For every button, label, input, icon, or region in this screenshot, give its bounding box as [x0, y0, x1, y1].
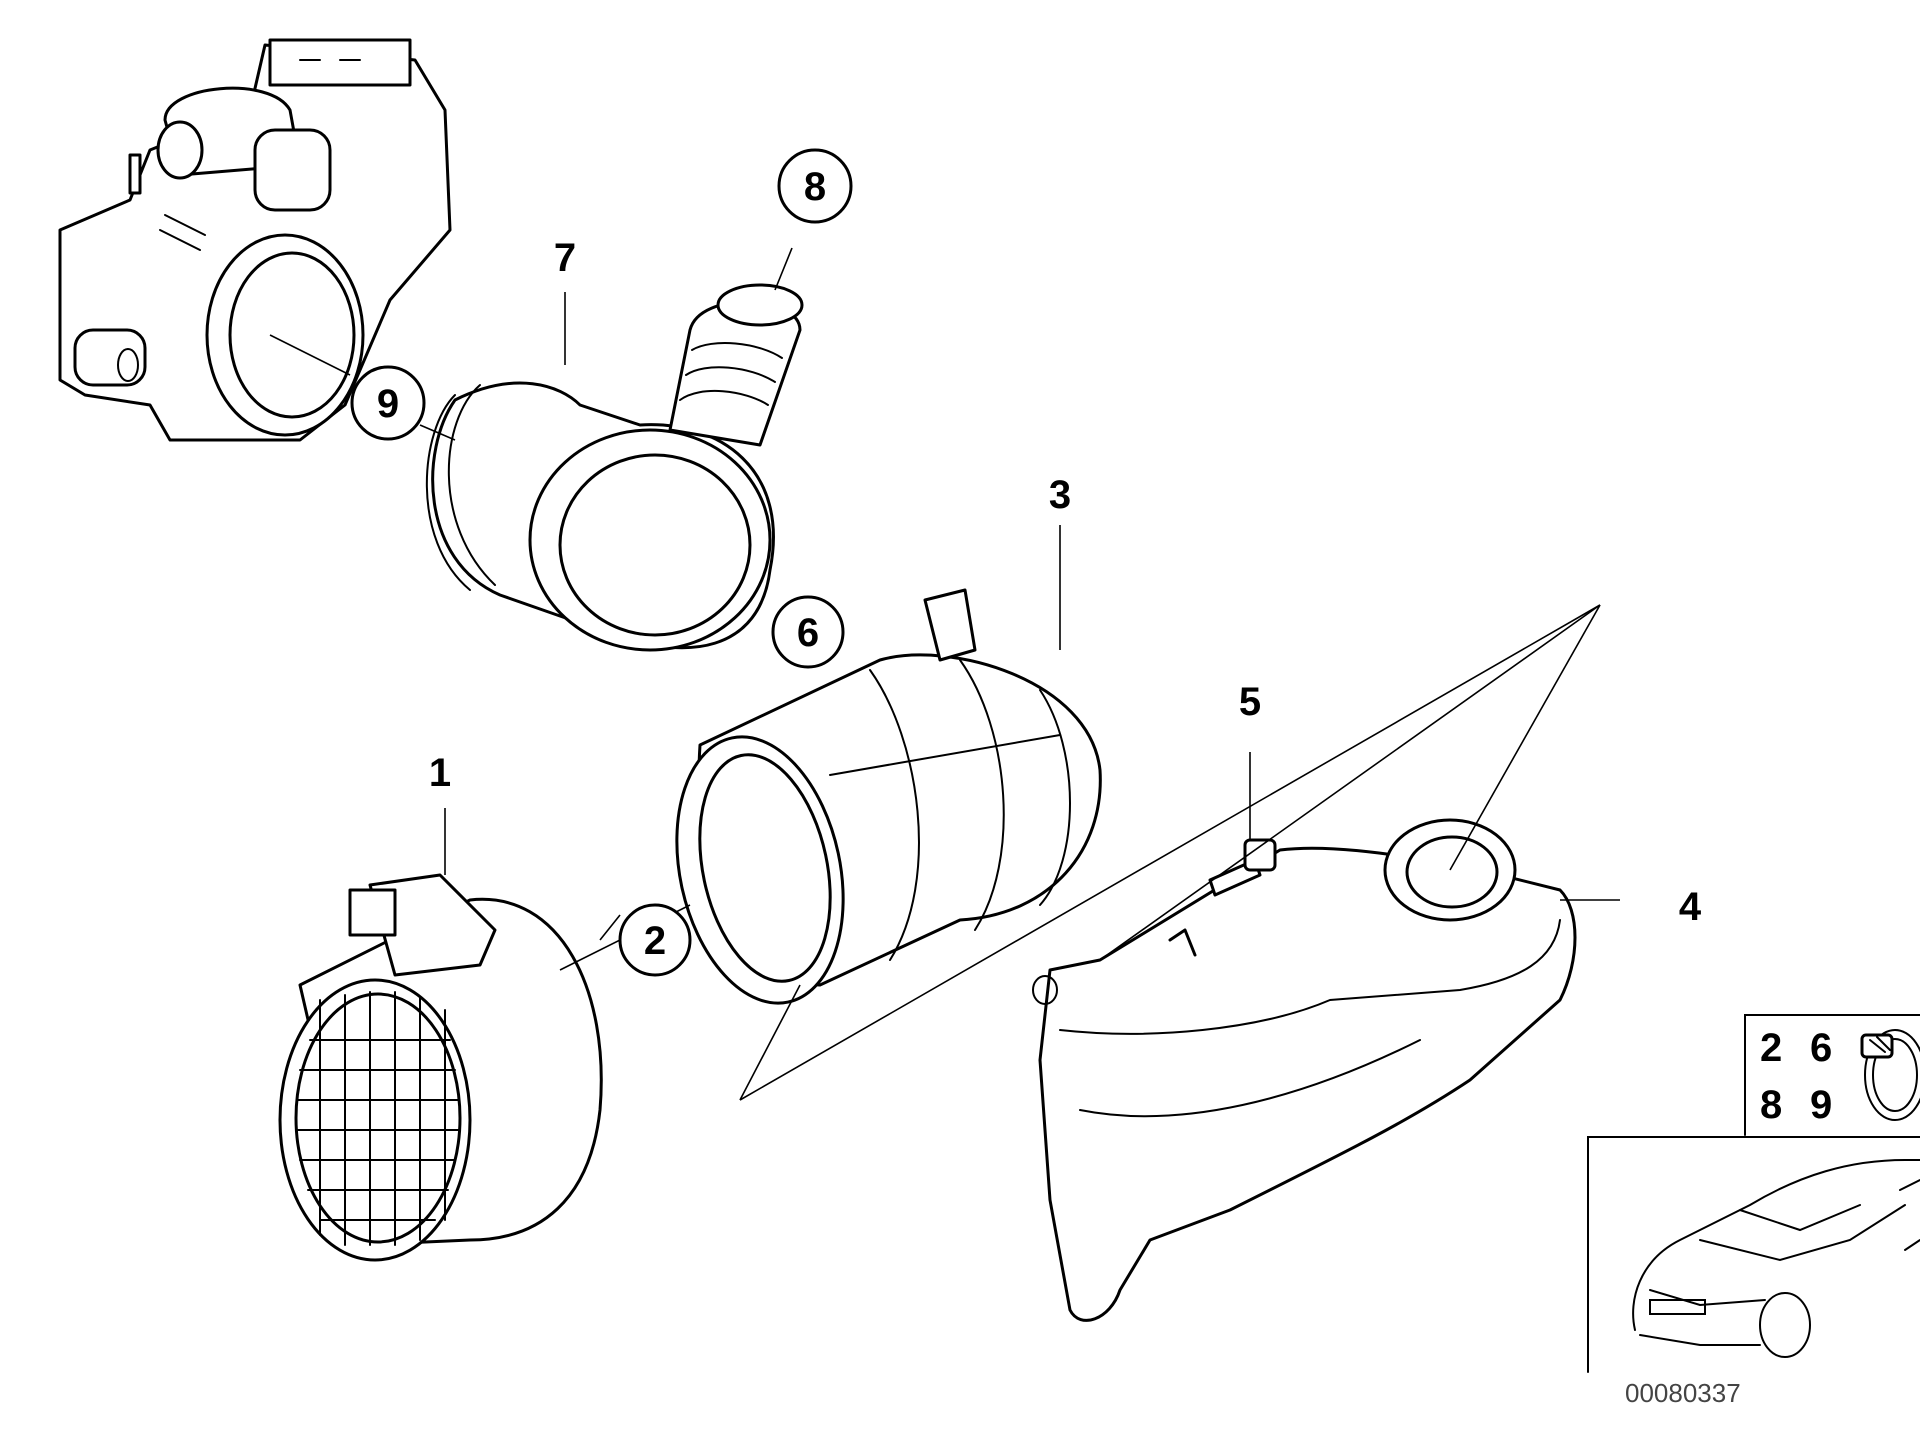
- callout-1: 1: [429, 751, 451, 795]
- intake-duct-part: [675, 588, 1102, 1005]
- vehicle-inset: [1587, 1136, 1920, 1373]
- document-number: 00080337: [1625, 1378, 1741, 1408]
- svg-text:2: 2: [644, 919, 666, 963]
- svg-text:1: 1: [429, 751, 451, 795]
- throttle-body-part: [58, 38, 452, 442]
- callout-7: 7: [554, 236, 576, 280]
- svg-text:9: 9: [1810, 1083, 1832, 1127]
- callout-4: 4: [1679, 885, 1702, 929]
- svg-text:5: 5: [1239, 680, 1261, 724]
- svg-text:2: 2: [1760, 1026, 1782, 1070]
- callout-8: 8: [777, 148, 853, 224]
- callout-3: 3: [1049, 473, 1071, 517]
- svg-text:7: 7: [554, 236, 576, 280]
- callout-9: 9: [350, 365, 426, 441]
- callout-6: 6: [771, 595, 845, 669]
- svg-text:6: 6: [1810, 1026, 1832, 1070]
- intake-boot-part: [425, 283, 804, 652]
- svg-text:9: 9: [377, 382, 399, 426]
- callout-5: 5: [1239, 680, 1261, 724]
- hose-clamp-legend: 2 6 8 9: [1744, 1014, 1920, 1136]
- air-mass-sensor-part: [278, 873, 603, 1262]
- svg-text:8: 8: [1760, 1083, 1782, 1127]
- bolt-part: [1208, 838, 1277, 897]
- air-filter-housing-part: [1032, 818, 1577, 1322]
- svg-text:6: 6: [797, 611, 819, 655]
- scope-lines: [739, 604, 1601, 1101]
- hose-clamp-icon: [1860, 1029, 1920, 1121]
- car-silhouette-icon: [1632, 1159, 1920, 1358]
- svg-text:3: 3: [1049, 473, 1071, 517]
- svg-text:8: 8: [804, 165, 826, 209]
- callout-2: 2: [618, 903, 692, 977]
- svg-text:4: 4: [1679, 885, 1702, 929]
- sensor-mesh: [296, 991, 459, 1246]
